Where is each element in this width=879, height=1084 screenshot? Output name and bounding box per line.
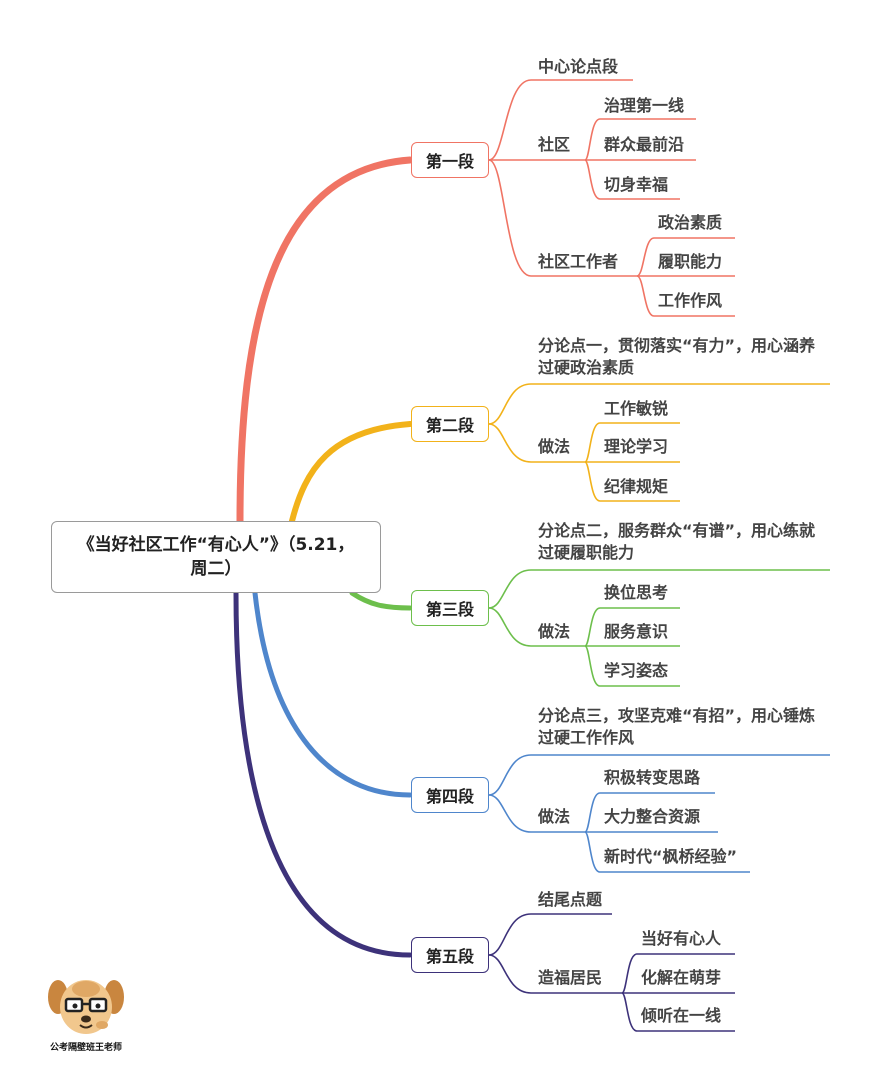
s4-branch-connector-1 — [488, 754, 830, 796]
section-node-4[interactable]: 第四段 — [411, 777, 489, 813]
s4-sub-connector-3 — [584, 831, 750, 873]
branch-label[interactable]: 造福居民 — [538, 968, 603, 987]
branch-label[interactable]: 做法 — [538, 437, 571, 456]
s5-branch-connector-2 — [488, 954, 622, 994]
s4-sub-connector-1 — [584, 792, 715, 833]
trunk-connector-3 — [349, 590, 413, 611]
s1-branch-connector-3 — [488, 159, 637, 277]
s3-branch-connector-2 — [488, 607, 585, 647]
section-label: 第四段 — [425, 787, 474, 806]
leaf-label[interactable]: 倾听在一线 — [641, 1006, 722, 1025]
leaf-label[interactable]: 新时代“枫桥经验” — [604, 847, 738, 866]
s2-sub-connector-1 — [584, 422, 680, 463]
root-node[interactable]: 《当好社区工作“有心人”》（5.21，周二） — [51, 521, 381, 593]
leaf-label[interactable]: 积极转变思路 — [604, 768, 701, 787]
branch-label[interactable]: 做法 — [538, 622, 571, 641]
dog-mascot-logo — [48, 980, 124, 1034]
branch-label[interactable]: 社区 — [538, 135, 571, 154]
s1-sub-connector-6 — [636, 275, 735, 317]
trunk-connector-5 — [233, 590, 413, 958]
section-node-3[interactable]: 第三段 — [411, 590, 489, 626]
s2-branch-connector-1 — [488, 383, 830, 425]
branch-label[interactable]: 社区工作者 — [538, 252, 619, 271]
leaf-label[interactable]: 服务意识 — [604, 622, 669, 641]
leaf-label[interactable]: 工作敏锐 — [604, 399, 669, 418]
section-node-2[interactable]: 第二段 — [411, 406, 489, 442]
section-node-5[interactable]: 第五段 — [411, 937, 489, 973]
branch-label[interactable]: 分论点二，服务群众“有谱”，用心练就过硬履职能力 — [538, 521, 816, 562]
s5-sub-connector-3 — [621, 992, 735, 1032]
leaf-label[interactable]: 政治素质 — [658, 213, 723, 232]
leaf-label[interactable]: 治理第一线 — [604, 96, 685, 115]
leaf-label[interactable]: 纪律规矩 — [604, 477, 669, 496]
leaf-label[interactable]: 当好有心人 — [641, 929, 722, 948]
s1-sub-connector-1 — [584, 118, 696, 161]
section-node-1[interactable]: 第一段 — [411, 142, 489, 178]
trunk-connector-1 — [236, 156, 414, 525]
s5-sub-connector-1 — [621, 953, 735, 994]
leaf-label[interactable]: 学习姿态 — [604, 661, 669, 680]
leaf-label[interactable]: 换位思考 — [604, 583, 669, 602]
s3-sub-connector-3 — [584, 645, 680, 687]
s5-branch-connector-1 — [488, 913, 612, 956]
trunk-connector-2 — [289, 421, 413, 524]
leaf-label[interactable]: 工作作风 — [658, 291, 723, 310]
s2-branch-connector-2 — [488, 423, 585, 463]
section-label: 第一段 — [425, 152, 474, 171]
leaf-label[interactable]: 化解在萌芽 — [641, 968, 722, 987]
s3-branch-connector-1 — [488, 569, 830, 609]
section-label: 第五段 — [425, 947, 474, 966]
s1-sub-connector-3 — [584, 159, 680, 200]
branch-label[interactable]: 分论点一，贯彻落实“有力”，用心涵养过硬政治素质 — [538, 336, 816, 377]
leaf-label[interactable]: 群众最前沿 — [604, 135, 685, 154]
branch-label[interactable]: 中心论点段 — [538, 57, 619, 76]
branch-label[interactable]: 做法 — [538, 807, 571, 826]
trunk-connector-4 — [252, 590, 413, 798]
s1-sub-connector-4 — [636, 237, 735, 277]
leaf-label[interactable]: 大力整合资源 — [604, 807, 701, 826]
s1-branch-connector-1 — [488, 79, 633, 161]
logo-caption: 公考隔壁班王老师 — [49, 1043, 122, 1053]
section-label: 第二段 — [425, 416, 474, 435]
leaf-label[interactable]: 理论学习 — [604, 437, 669, 456]
branch-label[interactable]: 分论点三，攻坚克难“有招”，用心锤炼过硬工作作风 — [538, 706, 816, 747]
s4-branch-connector-2 — [488, 794, 585, 833]
leaf-label[interactable]: 切身幸福 — [604, 175, 669, 194]
s3-sub-connector-1 — [584, 607, 680, 647]
branch-label[interactable]: 结尾点题 — [538, 890, 603, 909]
leaf-label[interactable]: 履职能力 — [658, 252, 723, 271]
section-label: 第三段 — [425, 600, 474, 619]
root-title: 《当好社区工作“有心人”》（5.21，周二） — [77, 535, 355, 579]
s2-sub-connector-3 — [584, 461, 680, 502]
